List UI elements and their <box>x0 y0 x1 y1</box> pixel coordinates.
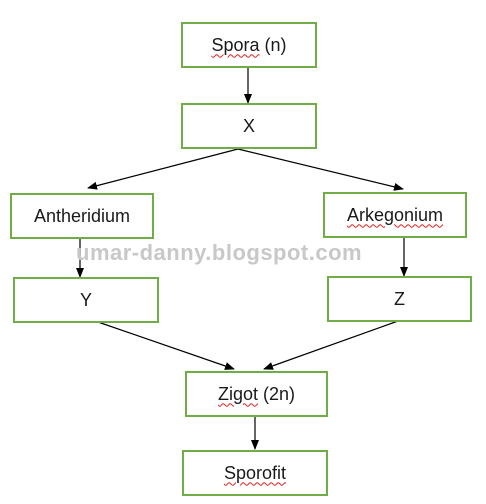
node-spora: Spora (n) <box>181 22 317 68</box>
edge-x-to-arkegonium <box>237 148 404 191</box>
node-y-label: Y <box>79 289 92 310</box>
node-x-label: X <box>242 115 255 136</box>
node-arkegonium: Arkegonium <box>323 192 467 238</box>
node-zigot: Zigot (2n) <box>185 371 328 417</box>
edge-z-to-zigot <box>263 320 399 370</box>
node-spora-label: Spora (n) <box>211 34 287 55</box>
edge-x-to-antheridium <box>87 148 239 190</box>
watermark-text: umar-danny.blogspot.com <box>76 240 363 265</box>
node-y: Y <box>13 277 159 323</box>
node-antheridium-label: Antheridium <box>33 205 131 226</box>
node-zigot-label: Zigot (2n) <box>217 383 296 404</box>
node-z-label: Z <box>394 288 405 309</box>
node-arkegonium-label: Arkegonium <box>346 204 444 225</box>
node-z: Z <box>327 276 472 322</box>
node-x: X <box>181 103 317 149</box>
edge-y-to-zigot <box>97 321 235 370</box>
node-antheridium: Antheridium <box>10 193 154 239</box>
node-sporofit-label: Sporofit <box>223 462 287 483</box>
node-sporofit: Sporofit <box>182 450 328 496</box>
